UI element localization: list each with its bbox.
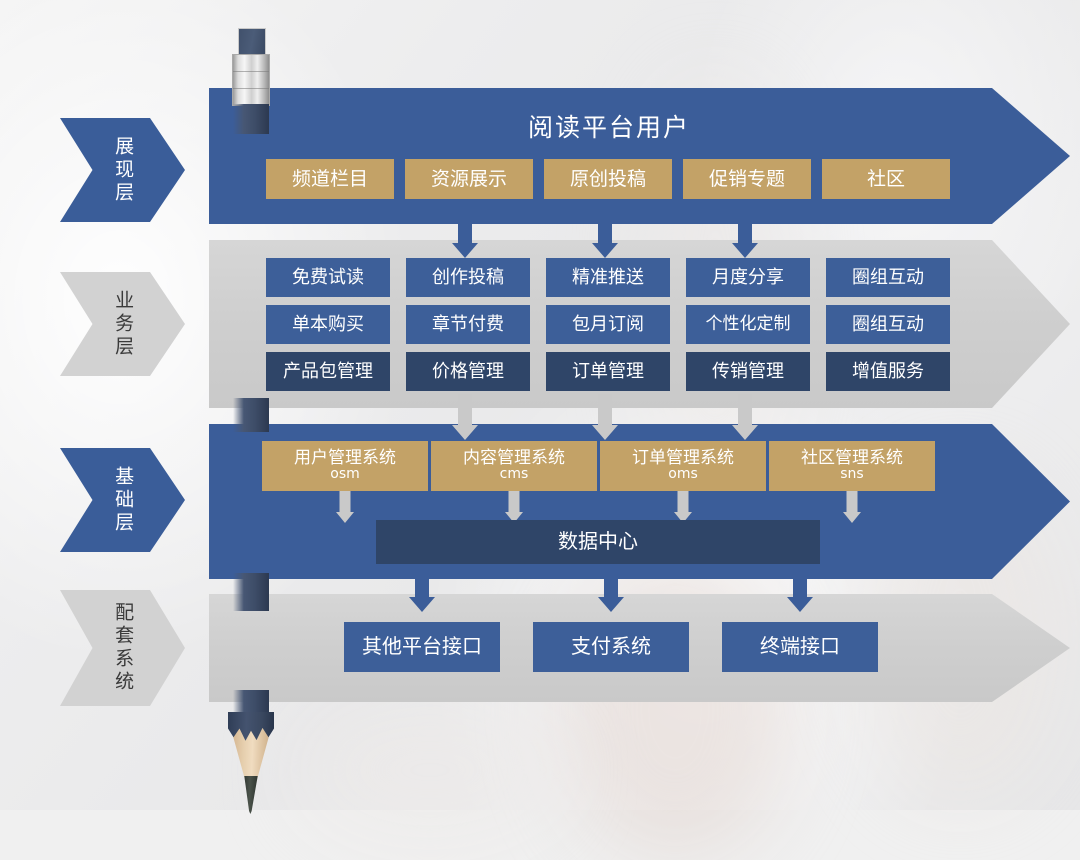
presentation-item[interactable]: 社区 bbox=[822, 159, 950, 199]
business-cell[interactable]: 月度分享 bbox=[686, 258, 810, 297]
flow-arrow-down bbox=[787, 566, 813, 612]
business-cell-label: 订单管理 bbox=[572, 360, 644, 382]
foundation-system-label: 订单管理系统 bbox=[632, 448, 734, 469]
pencil-lead-tip-icon bbox=[244, 776, 258, 814]
flow-arrow-down bbox=[409, 566, 435, 612]
flow-arrow-down bbox=[732, 394, 758, 440]
business-cell[interactable]: 价格管理 bbox=[406, 352, 530, 391]
foundation-system[interactable]: 社区管理系统 sns bbox=[769, 441, 935, 491]
business-cell-label: 价格管理 bbox=[432, 360, 504, 382]
business-cell-label: 圈组互动 bbox=[852, 313, 924, 335]
supporting-item[interactable]: 其他平台接口 bbox=[344, 622, 500, 672]
business-cell-label: 传销管理 bbox=[712, 360, 784, 382]
business-cell-label: 单本购买 bbox=[292, 313, 364, 335]
layer-chip-foundation[interactable]: 基础层 bbox=[60, 448, 185, 552]
presentation-item[interactable]: 原创投稿 bbox=[544, 159, 672, 199]
pencil-eraser-icon bbox=[238, 28, 266, 58]
supporting-item-label: 支付系统 bbox=[571, 634, 651, 659]
foundation-system-code: sns bbox=[840, 466, 864, 483]
supporting-item-label: 其他平台接口 bbox=[362, 634, 482, 659]
foundation-system-code: oms bbox=[668, 466, 698, 483]
business-cell-label: 创作投稿 bbox=[432, 266, 504, 288]
business-cell-label: 免费试读 bbox=[292, 266, 364, 288]
foundation-system-code: cms bbox=[499, 466, 529, 483]
business-cell[interactable]: 增值服务 bbox=[826, 352, 950, 391]
flow-arrow-down bbox=[452, 394, 478, 440]
business-cell-label: 产品包管理 bbox=[283, 360, 373, 382]
business-cell[interactable]: 单本购买 bbox=[266, 305, 390, 344]
business-cell-label: 个性化定制 bbox=[705, 314, 791, 335]
flow-arrow-down bbox=[452, 216, 478, 258]
flow-arrow-down bbox=[592, 394, 618, 440]
business-cell[interactable]: 圈组互动 bbox=[826, 258, 950, 297]
business-cell[interactable]: 产品包管理 bbox=[266, 352, 390, 391]
flow-arrow-down bbox=[598, 566, 624, 612]
foundation-system-code: osm bbox=[330, 466, 360, 483]
data-center-label: 数据中心 bbox=[558, 529, 638, 554]
foundation-system[interactable]: 内容管理系统 cms bbox=[431, 441, 597, 491]
background-blur-d bbox=[300, 700, 560, 840]
flow-arrow-down bbox=[673, 491, 693, 523]
presentation-layer-band bbox=[209, 88, 1070, 224]
pencil-ferrule-icon bbox=[232, 54, 270, 106]
presentation-item[interactable]: 促销专题 bbox=[683, 159, 811, 199]
foundation-system[interactable]: 订单管理系统 oms bbox=[600, 441, 766, 491]
page-title: 阅读平台用户 bbox=[527, 113, 690, 142]
flow-arrow-down bbox=[732, 216, 758, 258]
supporting-item[interactable]: 支付系统 bbox=[533, 622, 689, 672]
flow-arrow-down bbox=[842, 491, 862, 523]
foundation-system-label: 社区管理系统 bbox=[801, 448, 903, 469]
presentation-item-label: 社区 bbox=[866, 167, 905, 190]
business-cell[interactable]: 圈组互动 bbox=[826, 305, 950, 344]
pencil-decoration bbox=[219, 18, 281, 814]
layer-chip-label: 展现层 bbox=[112, 135, 135, 205]
business-cell[interactable]: 创作投稿 bbox=[406, 258, 530, 297]
presentation-item-label: 促销专题 bbox=[708, 167, 785, 190]
business-cell-label: 增值服务 bbox=[852, 360, 924, 382]
presentation-item-label: 资源展示 bbox=[430, 167, 507, 190]
foundation-system-label: 用户管理系统 bbox=[294, 448, 396, 469]
business-cell[interactable]: 个性化定制 bbox=[686, 305, 810, 344]
business-cell[interactable]: 章节付费 bbox=[406, 305, 530, 344]
business-cell[interactable]: 精准推送 bbox=[546, 258, 670, 297]
business-cell[interactable]: 传销管理 bbox=[686, 352, 810, 391]
business-cell-label: 章节付费 bbox=[432, 313, 504, 335]
presentation-item-label: 原创投稿 bbox=[569, 167, 646, 190]
presentation-item[interactable]: 频道栏目 bbox=[266, 159, 394, 199]
business-cell[interactable]: 免费试读 bbox=[266, 258, 390, 297]
pencil-shaft-segment bbox=[233, 573, 269, 611]
layer-chip-presentation[interactable]: 展现层 bbox=[60, 118, 185, 222]
foundation-system-label: 内容管理系统 bbox=[463, 448, 565, 469]
layer-chip-label: 配套系统 bbox=[112, 602, 135, 694]
business-cell-label: 包月订阅 bbox=[572, 313, 644, 335]
business-cell-label: 月度分享 bbox=[712, 266, 784, 288]
flow-arrow-down bbox=[504, 491, 524, 523]
layer-chip-label: 业务层 bbox=[112, 289, 135, 359]
foundation-system[interactable]: 用户管理系统 osm bbox=[262, 441, 428, 491]
flow-arrow-down bbox=[592, 216, 618, 258]
pencil-shaft-segment bbox=[233, 104, 269, 134]
data-center-box[interactable]: 数据中心 bbox=[376, 520, 820, 564]
layer-chip-supporting[interactable]: 配套系统 bbox=[60, 590, 185, 706]
business-cell[interactable]: 订单管理 bbox=[546, 352, 670, 391]
business-cell-label: 圈组互动 bbox=[852, 266, 924, 288]
layer-chip-business[interactable]: 业务层 bbox=[60, 272, 185, 376]
presentation-item-label: 频道栏目 bbox=[291, 167, 368, 190]
pencil-shaft-segment bbox=[233, 398, 269, 432]
supporting-item[interactable]: 终端接口 bbox=[722, 622, 878, 672]
business-cell[interactable]: 包月订阅 bbox=[546, 305, 670, 344]
flow-arrow-down bbox=[335, 491, 355, 523]
business-cell-label: 精准推送 bbox=[572, 266, 644, 288]
presentation-item[interactable]: 资源展示 bbox=[405, 159, 533, 199]
layer-chip-label: 基础层 bbox=[112, 465, 135, 535]
supporting-item-label: 终端接口 bbox=[760, 634, 840, 659]
